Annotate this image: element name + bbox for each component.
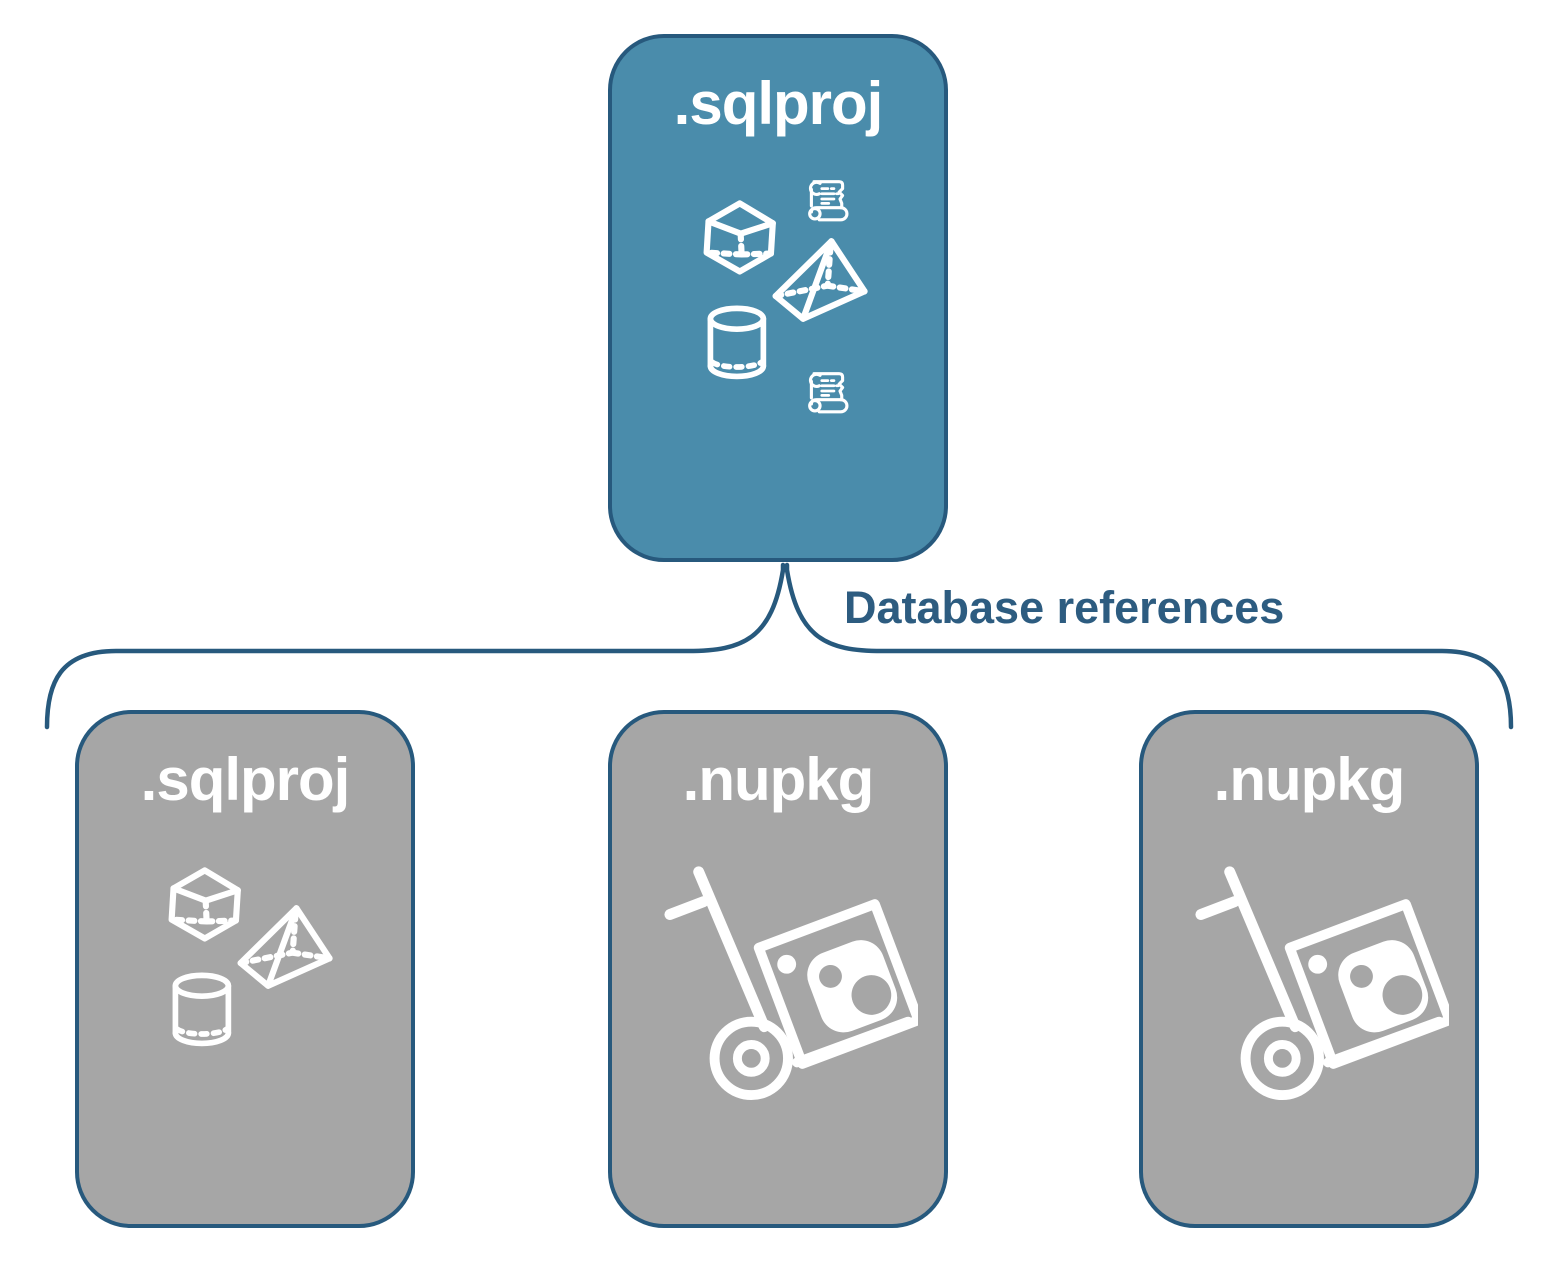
geometry-shapes-icon — [697, 193, 877, 384]
brace-left-half — [44, 562, 786, 730]
script-scroll-icon — [808, 372, 849, 414]
node-title: .nupkg — [682, 746, 875, 813]
node-title: .sqlproj — [140, 746, 351, 813]
node-child-nupkg-2: .nupkg — [1139, 710, 1479, 1228]
node-child-sqlproj: .sqlproj — [75, 710, 415, 1228]
handtruck-package-icon — [1191, 850, 1449, 1108]
node-title: .sqlproj — [673, 70, 884, 137]
handtruck-package-icon — [660, 850, 918, 1108]
node-title: .nupkg — [1213, 746, 1406, 813]
node-root-sqlproj: .sqlproj — [608, 34, 948, 562]
node-child-nupkg-1: .nupkg — [608, 710, 948, 1228]
geometry-shapes-icon — [162, 860, 342, 1051]
connector-label: Database references — [844, 582, 1285, 633]
